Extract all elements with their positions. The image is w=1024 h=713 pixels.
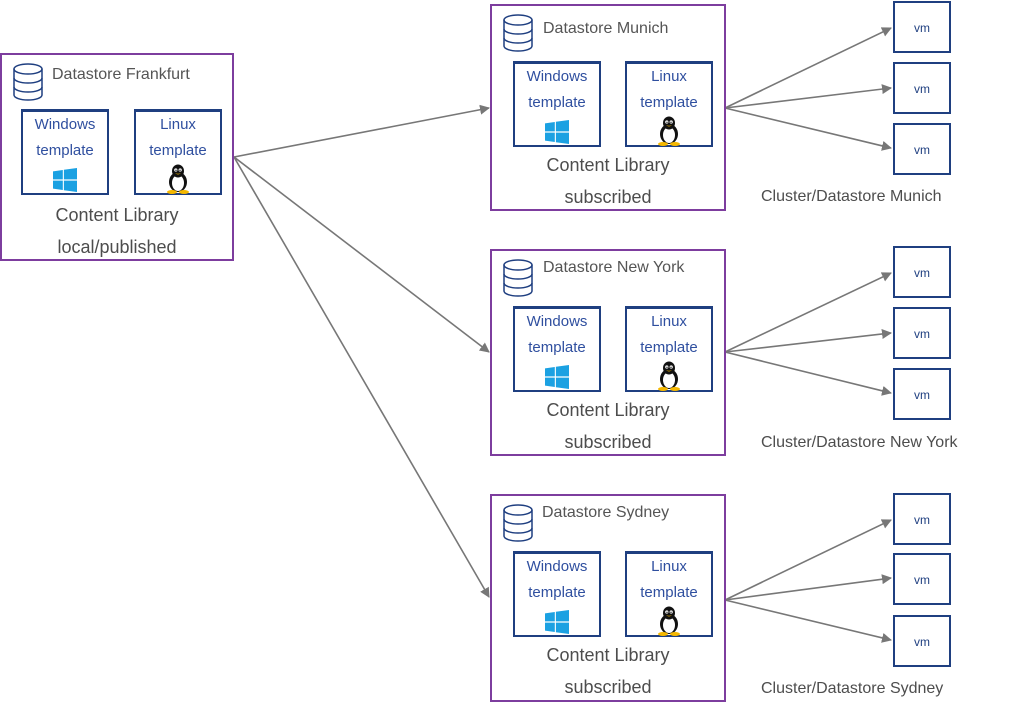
library-title: Content Library	[55, 205, 179, 225]
template-title: Windows	[526, 68, 588, 85]
template-subtitle: template	[528, 94, 586, 111]
windows-logo-icon	[545, 610, 569, 634]
content-library-newyork: Datastore New York Windows template Linu…	[490, 249, 726, 456]
arrow-newyork-vm1	[724, 272, 892, 353]
datastore-label: Datastore Sydney	[542, 504, 670, 521]
linux-tux-icon	[167, 164, 189, 194]
cluster-label: Cluster/Datastore Sydney	[761, 680, 944, 697]
library-type: subscribed	[564, 432, 652, 452]
vm-box: vm	[893, 493, 951, 545]
arrow-newyork-vm3	[724, 351, 892, 396]
windows-template: Windows template	[21, 109, 109, 195]
datastore-label: Datastore New York	[543, 259, 685, 276]
template-subtitle: template	[149, 142, 207, 159]
vm-box: vm	[893, 123, 951, 175]
template-subtitle: template	[36, 142, 94, 159]
template-subtitle: template	[528, 584, 586, 601]
windows-logo-icon	[545, 365, 569, 389]
arrow-munich-vm1	[724, 27, 892, 109]
library-title: Content Library	[546, 645, 670, 665]
windows-template: Windows template	[513, 306, 601, 392]
arrow-sydney-vm2	[724, 574, 892, 601]
windows-template: Windows template	[513, 61, 601, 147]
vm-box: vm	[893, 62, 951, 114]
arrow-sydney-vm3	[724, 599, 892, 643]
datastore-icon	[503, 14, 533, 52]
template-subtitle: template	[528, 339, 586, 356]
arrow-frankfurt-newyork	[233, 156, 490, 353]
content-library-sydney: Datastore Sydney Windows template Linux …	[490, 494, 726, 702]
arrow-munich-vm2	[724, 84, 892, 109]
arrow-frankfurt-sydney	[233, 156, 490, 598]
cluster-label: Cluster/Datastore New York	[761, 434, 958, 451]
template-title: Windows	[34, 116, 96, 133]
template-subtitle: template	[640, 339, 698, 356]
vm-box: vm	[893, 615, 951, 667]
linux-template: Linux template	[625, 551, 713, 637]
arrow-sydney-vm1	[724, 519, 892, 601]
vm-box: vm	[893, 368, 951, 420]
arrow-munich-vm3	[724, 107, 892, 151]
template-title: Linux	[651, 68, 687, 85]
template-title: Linux	[160, 116, 196, 133]
linux-tux-icon	[658, 606, 680, 636]
linux-template: Linux template	[625, 306, 713, 392]
datastore-icon	[13, 63, 43, 101]
vm-box: vm	[893, 307, 951, 359]
vm-box: vm	[893, 246, 951, 298]
library-type: subscribed	[564, 187, 652, 207]
cluster-label: Cluster/Datastore Munich	[761, 188, 942, 205]
datastore-label: Datastore Munich	[543, 20, 669, 37]
library-title: Content Library	[546, 400, 670, 420]
template-title: Windows	[526, 313, 588, 330]
linux-template: Linux template	[625, 61, 713, 147]
content-library-frankfurt: Datastore Frankfurt Windows template Lin…	[0, 53, 234, 261]
windows-logo-icon	[53, 168, 77, 192]
datastore-icon	[503, 504, 533, 542]
library-title: Content Library	[546, 155, 670, 175]
vm-box: vm	[893, 553, 951, 605]
linux-tux-icon	[658, 116, 680, 146]
library-type: local/published	[57, 237, 177, 257]
template-title: Windows	[526, 558, 588, 575]
template-subtitle: template	[640, 94, 698, 111]
linux-tux-icon	[658, 361, 680, 391]
windows-logo-icon	[545, 120, 569, 144]
linux-template: Linux template	[134, 109, 222, 195]
datastore-label: Datastore Frankfurt	[52, 66, 190, 83]
arrow-newyork-vm2	[724, 329, 892, 353]
arrow-frankfurt-munich	[233, 104, 490, 158]
template-subtitle: template	[640, 584, 698, 601]
template-title: Linux	[651, 313, 687, 330]
library-type: subscribed	[564, 677, 652, 697]
vm-box: vm	[893, 1, 951, 53]
windows-template: Windows template	[513, 551, 601, 637]
template-title: Linux	[651, 558, 687, 575]
content-library-munich: Datastore Munich Windows template Linux …	[490, 4, 726, 211]
datastore-icon	[503, 259, 533, 297]
